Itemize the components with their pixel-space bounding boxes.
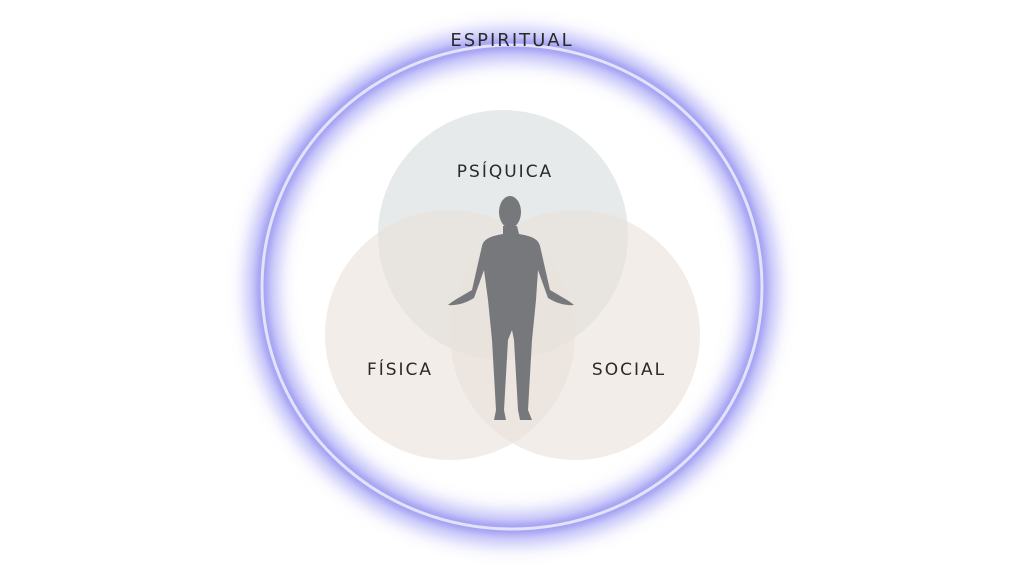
social-label: SOCIAL [592, 360, 666, 380]
spiritual-label: ESPIRITUAL [450, 30, 573, 51]
psychic-label: PSÍQUICA [457, 160, 553, 182]
physical-label: FÍSICA [367, 358, 433, 380]
spiritual-ring [247, 30, 777, 544]
human-figure-icon [448, 196, 574, 420]
